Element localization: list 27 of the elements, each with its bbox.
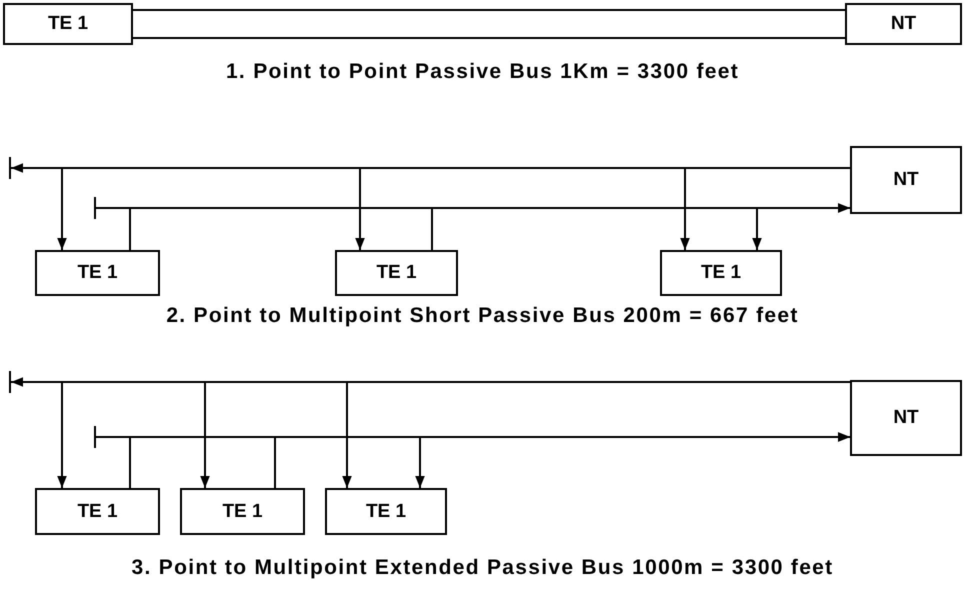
device-box — [850, 380, 962, 456]
device-label: TE 1 — [77, 262, 118, 284]
device-label: TE 1 — [700, 262, 742, 284]
device-box — [850, 146, 962, 214]
device-box — [35, 250, 160, 296]
device-label: NT — [893, 407, 919, 429]
arrow — [415, 432, 850, 488]
bus-caption: 2. Point to Multipoint Short Passive Bus 200m = 667 feet — [165, 304, 800, 328]
device-box — [180, 488, 305, 535]
device-box — [325, 488, 447, 535]
device-box — [35, 488, 160, 535]
device-label: TE 1 — [48, 13, 88, 35]
device-box — [3, 3, 133, 45]
device-label: TE 1 — [366, 500, 406, 522]
device-box — [660, 250, 782, 296]
bus-caption: 3. Point to Multipoint Extended Passive Bus 1000m = 3300 feet — [130, 556, 834, 580]
device-label: TE 1 — [77, 500, 118, 522]
arrow — [752, 203, 850, 250]
device-label: NT — [893, 169, 919, 191]
device-label: TE 1 — [222, 500, 263, 522]
bus-caption: 1. Point to Point Passive Bus 1Km = 3300 feet — [224, 60, 740, 84]
device-label: TE 1 — [376, 262, 417, 284]
device-label: NT — [890, 13, 916, 35]
arrow — [680, 167, 850, 250]
device-box — [845, 3, 962, 45]
device-box — [335, 250, 458, 296]
double-line — [132, 9, 846, 39]
